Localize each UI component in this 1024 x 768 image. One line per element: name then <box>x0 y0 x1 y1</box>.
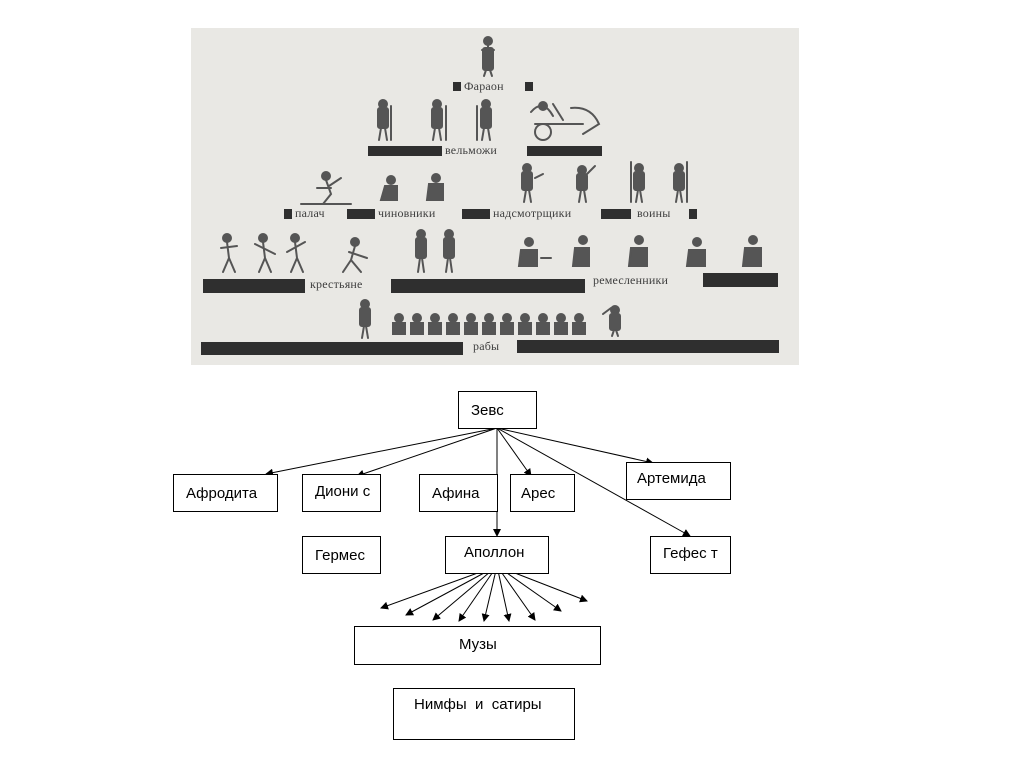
arrow-apollo-child <box>432 565 498 621</box>
node-muses: Музы <box>354 626 601 665</box>
node-label: Афродита <box>186 485 258 502</box>
overseer-figure <box>576 165 596 203</box>
arrow-zeus-ares <box>496 427 532 477</box>
pyramid-bar <box>201 342 463 355</box>
node-label: Арес <box>521 485 556 502</box>
pyramid-bar <box>527 146 602 156</box>
artisan-figure <box>685 237 706 267</box>
pyramid-bar <box>689 209 697 219</box>
pyramid-bar <box>517 340 779 353</box>
noble-figure <box>377 99 392 141</box>
peasant-figure <box>342 237 368 273</box>
pyramid-bar <box>347 209 375 219</box>
node-label: Нимфы и сатиры <box>414 696 542 713</box>
pharaoh-label: Фараон <box>464 79 504 93</box>
official-figure <box>379 175 398 201</box>
arrow-zeus-artemis <box>496 427 654 466</box>
pyramid-bar <box>525 82 533 91</box>
arrow-apollo-child <box>496 565 512 622</box>
arrow-zeus-dionysus <box>356 427 498 478</box>
pyramid-bar <box>703 273 778 287</box>
pharaoh-figure <box>481 36 495 77</box>
node-label: Диони с <box>315 483 371 500</box>
pyramid-bar <box>368 146 442 156</box>
node-label: Гермес <box>315 547 365 564</box>
overseer-figure <box>521 163 544 203</box>
arrow-apollo-child <box>481 565 498 622</box>
pyramid-bar <box>203 279 305 293</box>
arrow-apollo-child <box>458 565 498 622</box>
peasant-figure <box>220 233 238 273</box>
artisans-label: ремесленники <box>593 273 669 287</box>
peasant-figure <box>286 233 306 273</box>
pyramid-bar <box>462 209 490 219</box>
node-label: Зевс <box>471 402 504 419</box>
pyramid-bar <box>284 209 292 219</box>
overseer-figure <box>602 305 621 337</box>
artisan-figure <box>741 235 762 267</box>
peasant-figure <box>415 229 427 273</box>
chariot-figure <box>530 101 601 141</box>
node-label: Музы <box>459 636 497 653</box>
noble-figure <box>431 99 447 141</box>
warrior-figure <box>673 161 688 203</box>
node-hephaestus: Гефес т <box>650 536 731 574</box>
node-aphrodite: Афродита <box>173 474 278 512</box>
node-apollo: Аполлон <box>445 536 549 574</box>
node-label: Аполлон <box>464 544 525 561</box>
node-nymphs-satyrs: Нимфы и сатиры <box>393 688 575 740</box>
node-label: Артемида <box>637 470 706 487</box>
pyramid-bar <box>453 82 461 91</box>
node-zeus: Зевс <box>458 391 537 429</box>
arrow-zeus-aphrodite <box>265 427 498 477</box>
peasant-figure <box>254 233 276 273</box>
node-dionysus: Диони с <box>302 474 381 512</box>
noble-figure <box>476 99 492 141</box>
peasant-figure <box>443 229 455 273</box>
node-artemis: Артемида <box>626 462 731 500</box>
nobles-label: вельможи <box>445 143 497 157</box>
artisan-figure <box>517 237 552 267</box>
overseers-label: надсмотрщики <box>493 206 572 220</box>
artisan-figure <box>627 235 648 267</box>
pyramid-bar <box>391 279 585 293</box>
node-athena: Афина <box>419 474 498 512</box>
warrior-figure <box>630 161 645 203</box>
node-hermes: Гермес <box>302 536 381 574</box>
slaves-label: рабы <box>473 339 500 353</box>
peasants-label: крестьяне <box>310 277 363 291</box>
officials-label: чиновники <box>378 206 436 220</box>
pyramid-bar <box>601 209 631 219</box>
node-label: Афина <box>432 485 480 502</box>
executioner-figure <box>300 171 352 205</box>
pyramid-drawing <box>201 36 779 355</box>
artisan-figure <box>571 235 590 267</box>
executioner-label: палач <box>295 206 325 220</box>
social-pyramid-illustration: Фараон вельможи палач чиновники надсмотр… <box>191 28 799 365</box>
node-ares: Арес <box>510 474 575 512</box>
official-figure <box>425 173 444 201</box>
overseer-figure <box>359 299 371 339</box>
warriors-label: воины <box>637 206 671 220</box>
node-label: Гефес т <box>663 545 718 562</box>
arrow-apollo-child <box>496 565 536 621</box>
slave-figures <box>392 313 586 335</box>
